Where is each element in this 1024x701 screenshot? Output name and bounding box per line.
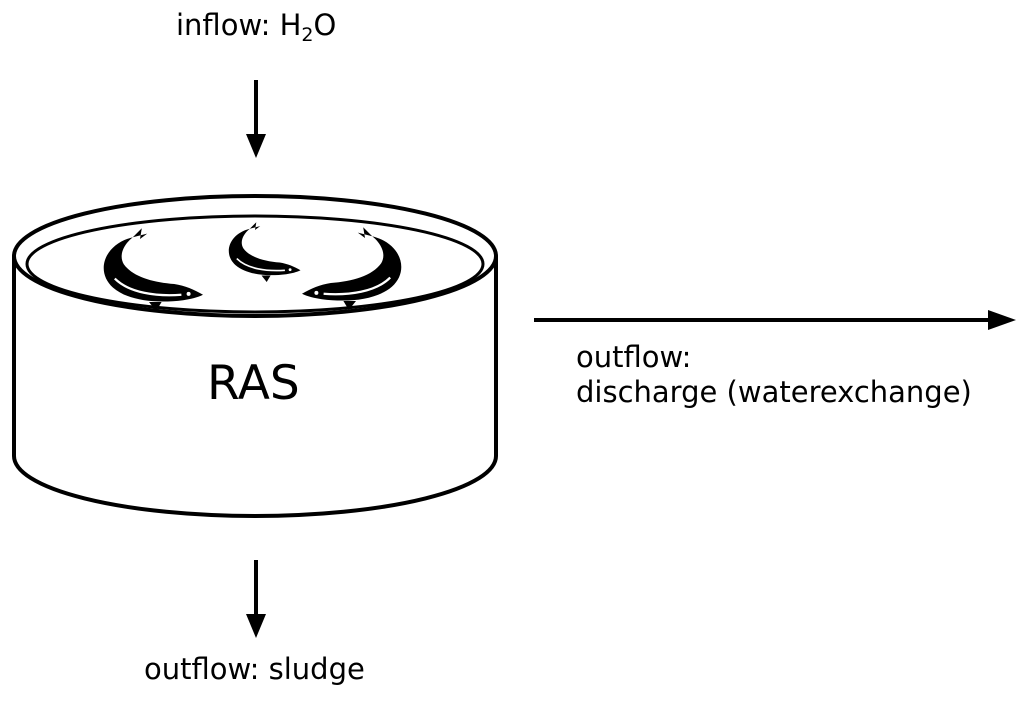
inflow-arrow — [246, 80, 266, 158]
tank-label: RAS — [207, 356, 300, 411]
outflow-discharge-label: outflow: discharge (waterexchange) — [576, 340, 972, 410]
inflow-label-suffix: O — [313, 8, 337, 42]
inflow-label-subscript: 2 — [301, 24, 314, 46]
sludge-arrow — [246, 560, 266, 638]
arrow-right-icon — [988, 310, 1016, 330]
discharge-arrow — [534, 310, 1016, 330]
inflow-label-prefix: inflow: H — [176, 8, 302, 42]
arrow-down-icon — [246, 134, 266, 158]
outflow-discharge-line2: discharge (waterexchange) — [576, 374, 972, 409]
arrow-down-icon — [246, 614, 266, 638]
inflow-label: inflow: H2O — [176, 8, 337, 46]
outflow-discharge-line1: outflow: — [576, 340, 692, 374]
outflow-sludge-label: outflow: sludge — [144, 652, 365, 686]
